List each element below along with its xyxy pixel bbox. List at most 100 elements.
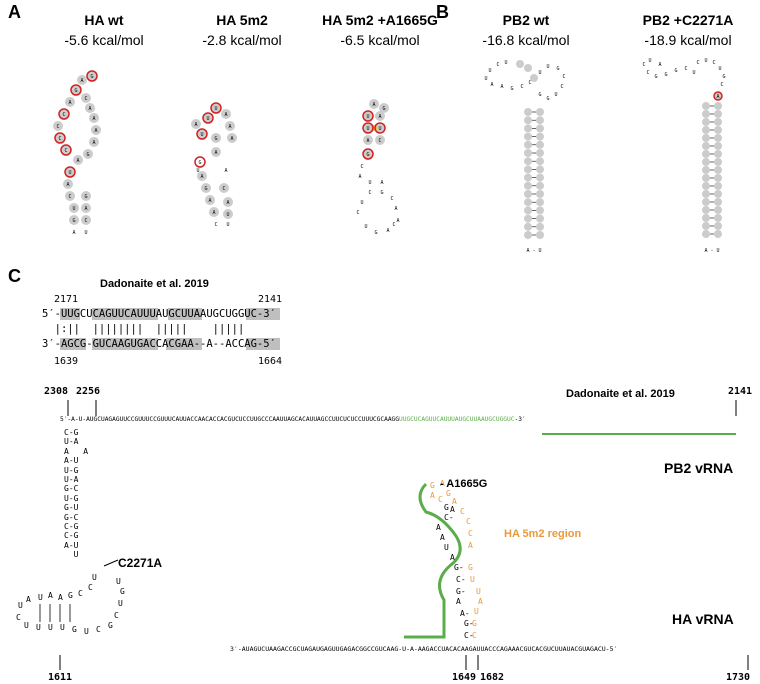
svg-text:U: U bbox=[48, 623, 53, 632]
svg-text:C: C bbox=[56, 124, 59, 130]
svg-text:A: A bbox=[200, 174, 203, 180]
ha-position-1682: 1682 bbox=[480, 672, 505, 683]
nucleotide bbox=[702, 134, 710, 142]
svg-text:C: C bbox=[392, 222, 395, 228]
svg-text:G-: G- bbox=[456, 587, 466, 596]
svg-text:C: C bbox=[378, 138, 381, 144]
svg-text:A: A bbox=[452, 497, 457, 506]
green-reference-label: Dadonaite et al. 2019 bbox=[566, 388, 675, 400]
svg-text:G: G bbox=[430, 481, 435, 490]
nucleotide bbox=[536, 140, 544, 149]
svg-text:U: U bbox=[692, 70, 695, 76]
svg-text:C: C bbox=[390, 196, 393, 202]
nucleotide bbox=[702, 102, 710, 110]
svg-text:A: A bbox=[212, 210, 215, 216]
svg-text:A: A bbox=[26, 595, 31, 604]
svg-text:A: A bbox=[490, 82, 493, 88]
svg-text:A - U: A - U bbox=[526, 248, 541, 254]
svg-text:C: C bbox=[696, 60, 699, 66]
nucleotide bbox=[714, 230, 722, 238]
svg-text:A: A bbox=[224, 168, 227, 174]
svg-text:A: A bbox=[358, 174, 361, 180]
svg-text:A: A bbox=[500, 84, 503, 90]
highlight-box bbox=[60, 338, 86, 350]
reference-top-left-number: 2171 bbox=[54, 294, 79, 305]
nucleotide bbox=[702, 118, 710, 126]
svg-text:A: A bbox=[716, 94, 719, 100]
svg-text:A-: A- bbox=[460, 609, 470, 618]
nucleotide bbox=[524, 231, 532, 239]
svg-text:U: U bbox=[60, 623, 65, 632]
svg-text:C: C bbox=[64, 148, 67, 154]
svg-text:A: A bbox=[92, 140, 95, 146]
svg-text:C: C bbox=[88, 583, 93, 592]
ha-position-1611: 1611 bbox=[48, 672, 73, 683]
highlight-box bbox=[246, 308, 280, 320]
nucleotide bbox=[524, 124, 532, 133]
svg-text:U: U bbox=[474, 607, 479, 616]
svg-text:G: G bbox=[374, 230, 377, 236]
ha-5m2-region-label: HA 5m2 region bbox=[504, 528, 582, 540]
structure-title-pb2-wt: PB2 wt bbox=[502, 12, 550, 28]
nucleotide bbox=[524, 149, 532, 157]
svg-text:A: A bbox=[440, 533, 445, 542]
svg-text:G: G bbox=[90, 74, 93, 80]
svg-text:G: G bbox=[664, 72, 667, 78]
svg-text:G: G bbox=[380, 190, 383, 196]
svg-text:U: U bbox=[718, 66, 721, 72]
reference-bottom-right-number: 1664 bbox=[258, 356, 283, 367]
svg-text:A: A bbox=[208, 198, 211, 204]
nucleotide bbox=[536, 190, 544, 198]
svg-text:G-: G- bbox=[464, 619, 474, 628]
svg-text:A: A bbox=[92, 116, 95, 122]
nucleotide bbox=[702, 222, 710, 230]
svg-text:C: C bbox=[360, 164, 363, 170]
svg-text:U: U bbox=[378, 126, 381, 132]
svg-text:A: A bbox=[378, 114, 381, 120]
highlight-box bbox=[92, 338, 158, 350]
nucleotide bbox=[524, 116, 532, 125]
svg-text:G: G bbox=[446, 489, 451, 498]
pb2-vrna-sequence: 5′-A-U-AUGCUAGAGUUCCGUUUCCGUUUCAUUACCAAC… bbox=[60, 416, 526, 423]
panel-b-letter: B bbox=[436, 2, 449, 22]
svg-text:G-: G- bbox=[454, 563, 464, 572]
svg-text:C-: C- bbox=[456, 575, 466, 584]
panel-a-letter: A bbox=[8, 2, 21, 22]
nucleotide bbox=[714, 158, 722, 166]
reference-pairing-lines: |:|| |||||||| ||||| ||||| bbox=[42, 323, 245, 335]
ha-position-1730: 1730 bbox=[726, 672, 751, 683]
nucleotide bbox=[536, 149, 544, 157]
nucleotide bbox=[536, 108, 544, 116]
svg-text:G: G bbox=[654, 74, 657, 80]
svg-text:U: U bbox=[704, 58, 707, 64]
nucleotide bbox=[714, 102, 722, 110]
svg-text:C: C bbox=[684, 66, 687, 72]
svg-text:U: U bbox=[470, 575, 475, 584]
svg-text:C: C bbox=[16, 613, 21, 622]
svg-text:C: C bbox=[62, 112, 65, 118]
nucleotide bbox=[524, 108, 532, 116]
nucleotide bbox=[702, 214, 710, 222]
nucleotide bbox=[714, 206, 722, 214]
svg-text:C: C bbox=[78, 589, 83, 598]
svg-text:G: G bbox=[72, 218, 75, 224]
svg-text:G: G bbox=[468, 563, 473, 572]
svg-text:U: U bbox=[484, 76, 487, 82]
nucleotide bbox=[714, 126, 722, 134]
svg-text:A: A bbox=[380, 180, 383, 186]
svg-text:A: A bbox=[94, 128, 97, 134]
svg-text:G: G bbox=[198, 160, 201, 166]
structure-title-pb2-c2271a: PB2 +C2271A bbox=[642, 12, 734, 28]
svg-text:U: U bbox=[196, 168, 199, 174]
nucleotide bbox=[524, 140, 532, 149]
pb2-sequence-green: UUGCUCAGUUCAUUUAUGCUUAAUGCUGGUC bbox=[399, 416, 515, 423]
structure-energy-ha-5m2: -2.8 kcal/mol bbox=[202, 32, 282, 48]
svg-text:U: U bbox=[488, 68, 491, 74]
reference-bottom-sequence: 3′-AGCG-GUCAAGUGACCACGAA--A--ACCAG-5′ bbox=[42, 338, 276, 350]
structure-energy-pb2-c2271a: -18.9 kcal/mol bbox=[644, 32, 732, 48]
svg-text:A: A bbox=[386, 228, 389, 234]
